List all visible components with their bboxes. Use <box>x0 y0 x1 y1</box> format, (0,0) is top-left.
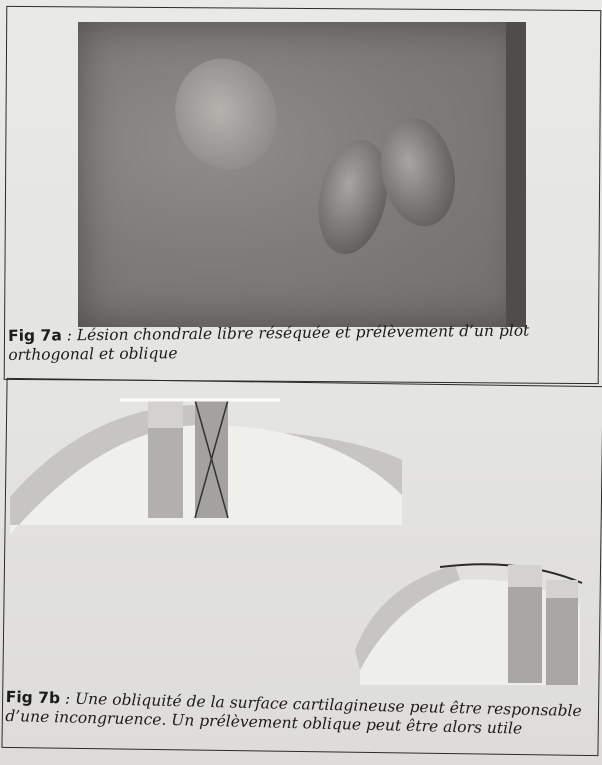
lower-plug-left-cap <box>508 565 542 587</box>
orthogonal-plug-cap <box>148 400 183 428</box>
lower-plug-right-cap <box>546 580 578 598</box>
resected-lesion <box>160 44 292 183</box>
specimen-photo-graphic <box>78 22 526 327</box>
figure-7b-diagram <box>0 385 602 685</box>
figure-7b-label: Fig 7b <box>6 688 61 707</box>
figure-7a-caption-text: : Lésion chondrale libre réséquée et pré… <box>8 322 529 364</box>
figure-7a-photo <box>78 22 526 327</box>
figure-7a-label: Fig 7a <box>8 326 62 345</box>
oblique-plug <box>371 111 464 234</box>
figure-7a-caption: Fig 7a : Lésion chondrale libre réséquée… <box>8 321 593 365</box>
photo-dark-edge <box>506 22 526 327</box>
